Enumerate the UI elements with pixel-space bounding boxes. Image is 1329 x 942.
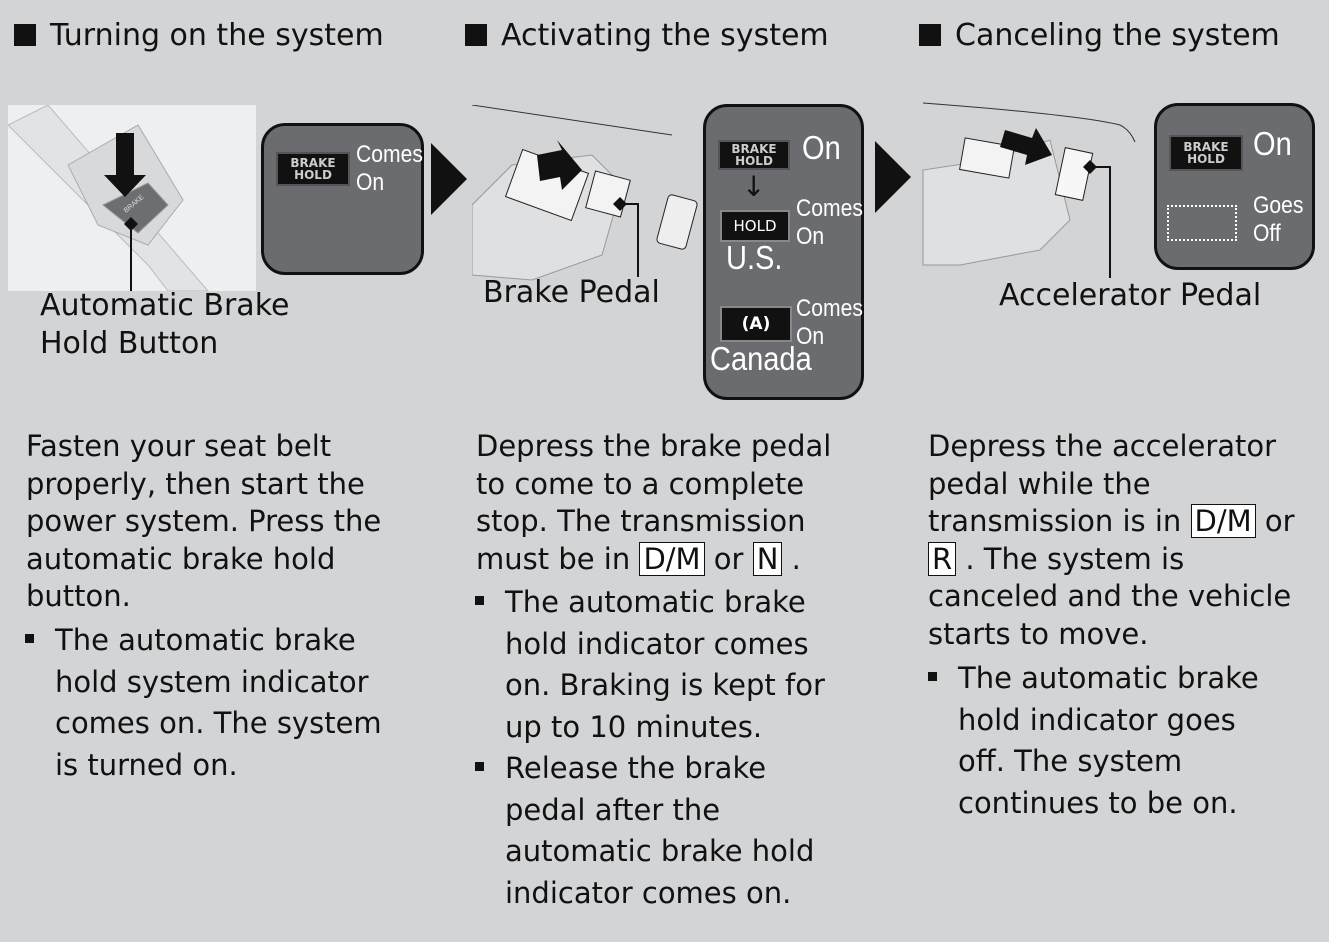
section-heading-turning-on: Turning on the system xyxy=(14,18,384,53)
body-line: to come to a complete xyxy=(476,466,805,501)
indicator-off-outline xyxy=(1167,205,1237,241)
label-line: Hold Button xyxy=(40,326,219,361)
text: or xyxy=(1255,504,1295,538)
text: transmission is in xyxy=(928,504,1191,538)
instructions-activating: Depress the brake pedal to come to a com… xyxy=(476,428,831,578)
bullet-line: up to 10 minutes. xyxy=(505,709,763,744)
heading-square-icon xyxy=(465,24,487,46)
notes-activating: The automatic brake hold indicator comes… xyxy=(475,582,825,914)
status-line: On xyxy=(796,323,825,350)
bullet-item: The automatic brake hold system indicato… xyxy=(25,620,382,786)
region-label-canada: Canada xyxy=(710,340,812,377)
text: must be in xyxy=(476,541,640,576)
status-on: On xyxy=(802,129,841,166)
bullet-line: Release the brake xyxy=(505,751,767,785)
brake-hold-button-illustration: BRAKE xyxy=(8,105,256,291)
body-line: power system. Press the xyxy=(26,504,382,538)
gear-key-dm: D/M xyxy=(1190,504,1256,538)
hold-indicator-us: HOLD xyxy=(720,210,790,242)
section-heading-activating: Activating the system xyxy=(465,18,829,53)
heading-text: Activating the system xyxy=(501,18,829,53)
body-line: must be in D/M or N . xyxy=(476,541,831,579)
status-line: Comes xyxy=(796,295,863,322)
section-heading-canceling: Canceling the system xyxy=(919,18,1280,53)
body-line: R . The system is xyxy=(928,541,1295,579)
arrow-down-icon: ↓ xyxy=(742,170,766,203)
text: . xyxy=(782,541,801,576)
gear-key-r: R xyxy=(928,541,957,576)
body-line: transmission is in D/M or xyxy=(928,503,1295,541)
status-on: On xyxy=(1253,125,1292,162)
bullet-line: The automatic brake xyxy=(55,623,356,657)
instructions-turning-on: Fasten your seat belt properly, then sta… xyxy=(26,428,381,616)
heading-text: Canceling the system xyxy=(955,18,1280,53)
bullet-line: comes on. The system xyxy=(55,706,382,740)
body-line: properly, then start the xyxy=(26,466,365,501)
body-line: starts to move. xyxy=(928,616,1149,651)
label-line: Automatic Brake xyxy=(40,288,290,323)
status-line: Comes xyxy=(796,195,863,222)
body-line: Depress the brake pedal xyxy=(476,429,832,463)
bullet-line: hold indicator comes xyxy=(505,626,809,661)
gear-key-n: N xyxy=(752,541,783,576)
bullet-line: indicator comes on. xyxy=(505,875,792,910)
heading-square-icon xyxy=(14,24,36,46)
bullet-line: is turned on. xyxy=(55,747,238,782)
body-line: button. xyxy=(26,579,131,613)
status-line: Comes xyxy=(356,141,423,168)
next-step-arrow-icon xyxy=(431,143,467,215)
body-line: stop. The transmission xyxy=(476,504,806,538)
body-line: Depress the accelerator xyxy=(928,429,1277,463)
brake-pedal-label: Brake Pedal xyxy=(483,275,660,310)
heading-square-icon xyxy=(919,24,941,46)
notes-canceling: The automatic brake hold indicator goes … xyxy=(928,658,1259,824)
bullet-line: automatic brake hold xyxy=(505,834,815,868)
status-line: On xyxy=(356,169,385,196)
bullet-line: hold system indicator xyxy=(55,664,369,699)
bullet-item: The automatic brake hold indicator comes… xyxy=(475,582,825,748)
body-line: pedal while the xyxy=(928,466,1151,501)
bullet-item: Release the brake pedal after the automa… xyxy=(475,748,825,914)
bullet-line: The automatic brake xyxy=(958,661,1259,695)
gear-key-dm: D/M xyxy=(639,541,705,576)
notes-turning-on: The automatic brake hold system indicato… xyxy=(25,620,382,786)
region-label-us: U.S. xyxy=(726,239,783,276)
accelerator-pedal-label: Accelerator Pedal xyxy=(999,278,1262,313)
brake-pedal-illustration xyxy=(472,105,698,281)
bullet-line: off. The system xyxy=(958,744,1183,778)
text: or xyxy=(704,541,753,576)
next-step-arrow-icon xyxy=(875,141,911,213)
bullet-line: pedal after the xyxy=(505,792,721,827)
bullet-line: on. Braking is kept for xyxy=(505,668,825,702)
status-line: Goes xyxy=(1253,192,1304,219)
bullet-item: The automatic brake hold indicator goes … xyxy=(928,658,1259,824)
body-line: automatic brake hold xyxy=(26,541,336,576)
text: . The system is xyxy=(956,541,1185,576)
instructions-canceling: Depress the accelerator pedal while the … xyxy=(928,428,1295,653)
body-line: Fasten your seat belt xyxy=(26,429,332,463)
status-line: Off xyxy=(1253,220,1281,247)
status-line: On xyxy=(796,223,825,250)
bullet-line: continues to be on. xyxy=(958,785,1238,820)
bullet-line: hold indicator goes xyxy=(958,702,1236,737)
auto-hold-indicator-canada: (A) xyxy=(720,306,792,342)
heading-text: Turning on the system xyxy=(50,18,384,53)
bullet-line: The automatic brake xyxy=(505,585,806,619)
accelerator-pedal-illustration xyxy=(922,102,1136,278)
body-line: canceled and the vehicle xyxy=(928,579,1292,613)
